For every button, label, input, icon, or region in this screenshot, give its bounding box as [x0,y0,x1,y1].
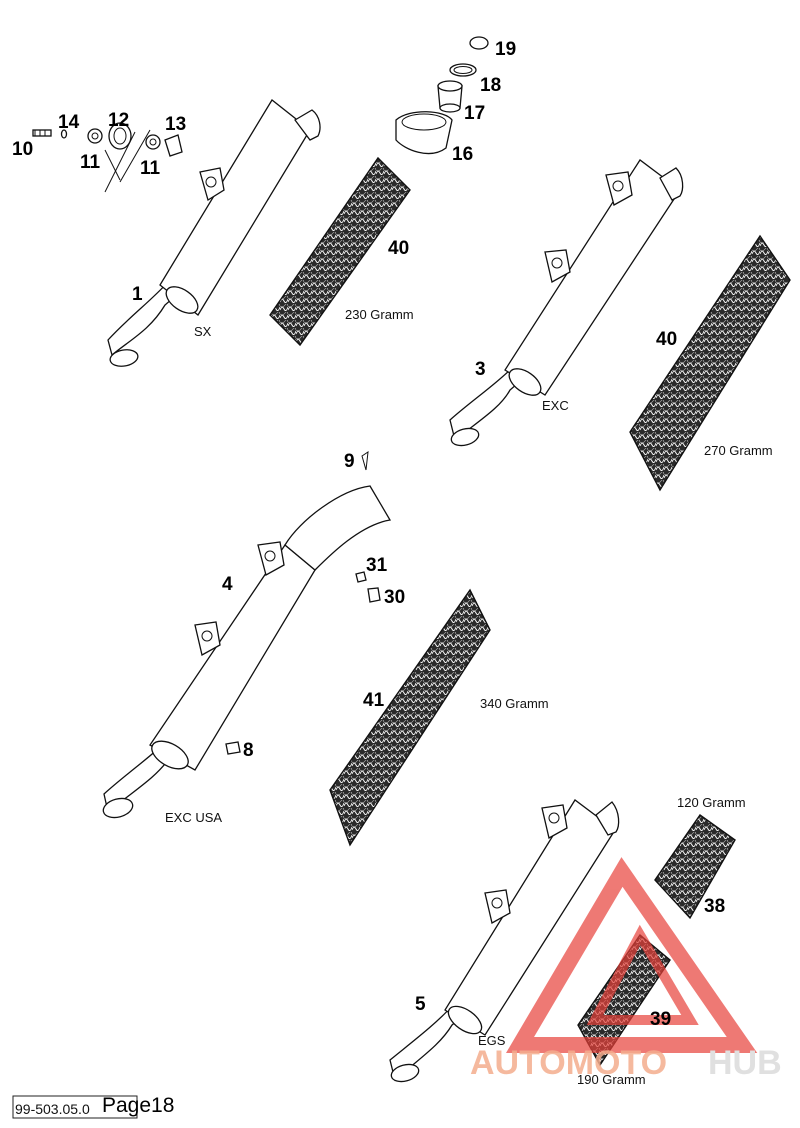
callout-39: 39 [650,1009,671,1030]
callout-3: 3 [475,359,486,380]
wool-insert-41 [329,588,491,847]
footer: 99-503.05.0 Page18 [12,1094,174,1119]
endcap-parts [395,36,489,155]
watermark-brand-part1: AUTOMOTO [470,1044,667,1082]
weight-340: 340 Gramm [480,696,549,711]
callout-10: 10 [12,139,33,160]
callout-12: 12 [108,110,129,131]
callout-5: 5 [415,994,426,1015]
callout-labels: 1 3 4 5 8 9 10 11 11 12 13 14 16 17 18 1… [12,39,725,1030]
muffler-exc-usa [102,450,392,819]
mounting-hardware [32,122,183,193]
variant-exc: EXC [542,398,569,413]
weight-270: 270 Gramm [704,443,773,458]
muffler-egs [389,799,620,1083]
callout-11a: 11 [80,152,101,173]
callout-40b: 40 [656,329,677,350]
callout-41: 41 [363,690,385,711]
callout-1: 1 [132,284,143,305]
callout-13: 13 [165,114,186,135]
callout-40a: 40 [388,238,409,259]
callout-30: 30 [384,587,405,608]
muffler-exc [449,159,684,447]
callout-17: 17 [464,103,485,124]
callout-14: 14 [58,112,80,133]
muffler-sx [107,99,321,367]
callout-38: 38 [704,896,725,917]
watermark-text: AUTOMOTO HUB [470,1044,782,1082]
callout-18: 18 [480,75,501,96]
weight-230: 230 Gramm [345,307,414,322]
callout-9: 9 [344,451,355,472]
callout-31: 31 [366,555,388,576]
callout-16: 16 [452,144,473,165]
wool-insert-38 [654,814,736,920]
weight-labels: 230 Gramm 270 Gramm 340 Gramm 120 Gramm … [345,307,773,1087]
callout-19: 19 [495,39,516,60]
variant-sx: SX [194,324,212,339]
variant-labels: SX EXC EXC USA EGS [165,324,569,1048]
wool-insert-40-a [269,156,411,347]
watermark-logo [505,857,758,1053]
weight-120: 120 Gramm [677,795,746,810]
callout-11b: 11 [140,158,161,179]
doc-number: 99-503.05.0 [15,1101,90,1117]
wool-insert-40-b [629,234,791,492]
callout-8: 8 [243,740,254,761]
watermark-brand-part2: HUB [708,1044,782,1082]
weight-190: 190 Gramm [577,1072,646,1087]
page-label: Page18 [102,1094,174,1117]
callout-4: 4 [222,574,233,595]
variant-egs: EGS [478,1033,506,1048]
variant-exc-usa: EXC USA [165,810,222,825]
